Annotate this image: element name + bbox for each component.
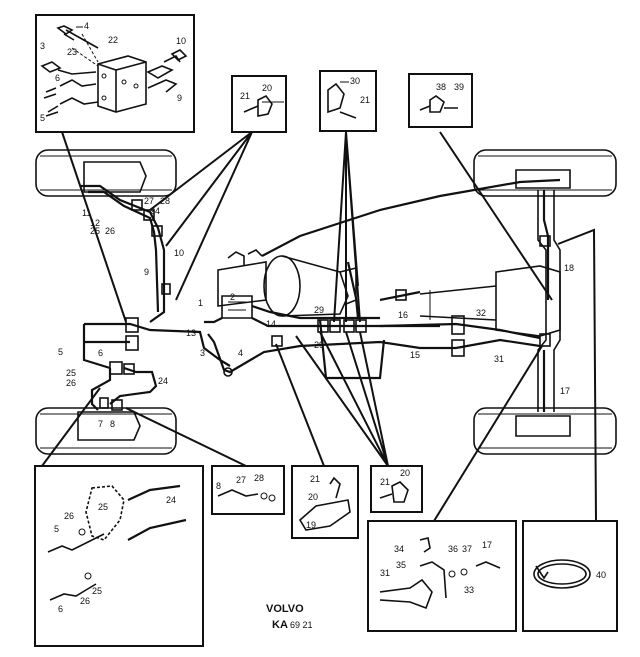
callout-2: 2 <box>230 292 235 302</box>
callout-5-detail: 5 <box>54 524 59 534</box>
callout-26-a: 26 <box>105 226 115 236</box>
callout-16: 16 <box>398 310 408 320</box>
callout-27-detail: 27 <box>236 475 246 485</box>
callout-33: 33 <box>464 585 474 595</box>
callout-21-bottom: 21 <box>380 477 390 487</box>
rear-caliper-bottom <box>515 415 571 437</box>
callout-40: 40 <box>596 570 606 580</box>
callout-39: 39 <box>454 82 464 92</box>
callout-22: 22 <box>108 35 118 45</box>
callout-24-b: 24 <box>158 376 168 386</box>
brand-code-number: 69 21 <box>290 620 313 630</box>
detail-clip-21-20-bottom: 21 20 <box>370 465 423 513</box>
brand-code-prefix: KA <box>272 619 288 631</box>
detail-rear-union-33-37: 34 35 36 37 17 31 33 <box>367 520 517 632</box>
detail-clip-38-39: 38 39 <box>408 73 473 128</box>
callout-21-bracket: 21 <box>310 474 320 484</box>
detail-bracket-19-20-21: 21 20 19 <box>291 465 359 539</box>
callout-38: 38 <box>436 82 446 92</box>
callout-27-a: 27 <box>144 196 154 206</box>
callout-5-main: 5 <box>58 347 63 357</box>
callout-23: 23 <box>67 47 77 57</box>
detail-clip-30-21: 30 21 <box>319 70 377 132</box>
callout-24-detail: 24 <box>166 495 176 505</box>
rear-wheel-top <box>473 149 617 197</box>
callout-20-bottom: 20 <box>400 468 410 478</box>
callout-26-detail-b: 26 <box>80 596 90 606</box>
callout-24-a: 24 <box>150 206 160 216</box>
callout-6-main: 6 <box>98 348 103 358</box>
pipe-fittings <box>99 199 551 411</box>
callout-8-main: 8 <box>110 419 115 429</box>
callout-15: 15 <box>410 350 420 360</box>
rear-caliper-top <box>515 169 571 189</box>
callout-6: 6 <box>55 73 60 83</box>
detail-connector-block: 4 3 23 22 6 5 10 9 <box>35 14 195 133</box>
callout-9-main: 9 <box>144 267 149 277</box>
brand-name: VOLVO <box>266 603 304 615</box>
brake-pipes <box>80 178 561 412</box>
callout-12: 12 <box>90 218 100 228</box>
callout-28-detail: 28 <box>254 473 264 483</box>
callout-28-a: 28 <box>160 196 170 206</box>
callout-34: 34 <box>394 544 404 554</box>
detail-union-8-27-28: 8 27 28 <box>211 465 285 515</box>
callout-25-detail-b: 25 <box>92 586 102 596</box>
callout-26-detail-a: 26 <box>64 511 74 521</box>
callout-21-clip: 21 <box>360 95 370 105</box>
callout-17-detail: 17 <box>482 540 492 550</box>
callout-6-detail: 6 <box>58 604 63 614</box>
callout-20-bracket: 20 <box>308 492 318 502</box>
callout-31-main: 31 <box>494 354 504 364</box>
callout-10: 10 <box>176 36 186 46</box>
callout-18: 18 <box>564 263 574 273</box>
callout-11: 11 <box>82 208 91 218</box>
callout-4: 4 <box>84 21 89 31</box>
callout-10-main: 10 <box>174 248 184 258</box>
callout-14: 14 <box>266 319 276 329</box>
callout-3-main: 3 <box>200 348 205 358</box>
callout-36: 36 <box>448 544 458 554</box>
callout-8-detail: 8 <box>216 481 221 491</box>
callout-4-main: 4 <box>238 348 243 358</box>
detail-front-caliper-fittings: 5 26 25 24 25 26 6 <box>34 465 204 647</box>
callout-32: 32 <box>476 308 486 318</box>
callout-5: 5 <box>40 113 45 123</box>
callout-3: 3 <box>40 41 45 51</box>
callout-26-b: 26 <box>66 378 76 388</box>
front-caliper-top <box>83 161 147 193</box>
callout-31-detail: 31 <box>380 568 390 578</box>
callout-29-b: 29 <box>314 340 324 350</box>
callout-9: 9 <box>177 93 182 103</box>
callout-37: 37 <box>462 544 472 554</box>
callout-25-detail-a: 25 <box>98 502 108 512</box>
front-caliper-bottom <box>77 411 141 441</box>
callout-21-top: 21 <box>240 91 250 101</box>
callout-29-a: 29 <box>314 305 324 315</box>
callout-1: 1 <box>198 298 203 308</box>
callout-19: 19 <box>306 520 316 530</box>
brand-logo: VOLVO KA 69 21 <box>266 603 313 631</box>
leader-arrows <box>41 131 597 522</box>
callout-35: 35 <box>396 560 406 570</box>
callout-13: 13 <box>186 328 196 338</box>
callout-17-main: 17 <box>560 386 570 396</box>
callout-30: 30 <box>350 76 360 86</box>
detail-clamp-40: 40 <box>522 520 618 632</box>
callout-25-b: 25 <box>66 368 76 378</box>
rear-axle <box>419 190 561 412</box>
detail-clip-21-20-top: 21 20 <box>231 75 287 133</box>
callout-7: 7 <box>98 419 103 429</box>
callout-20-top: 20 <box>262 83 272 93</box>
